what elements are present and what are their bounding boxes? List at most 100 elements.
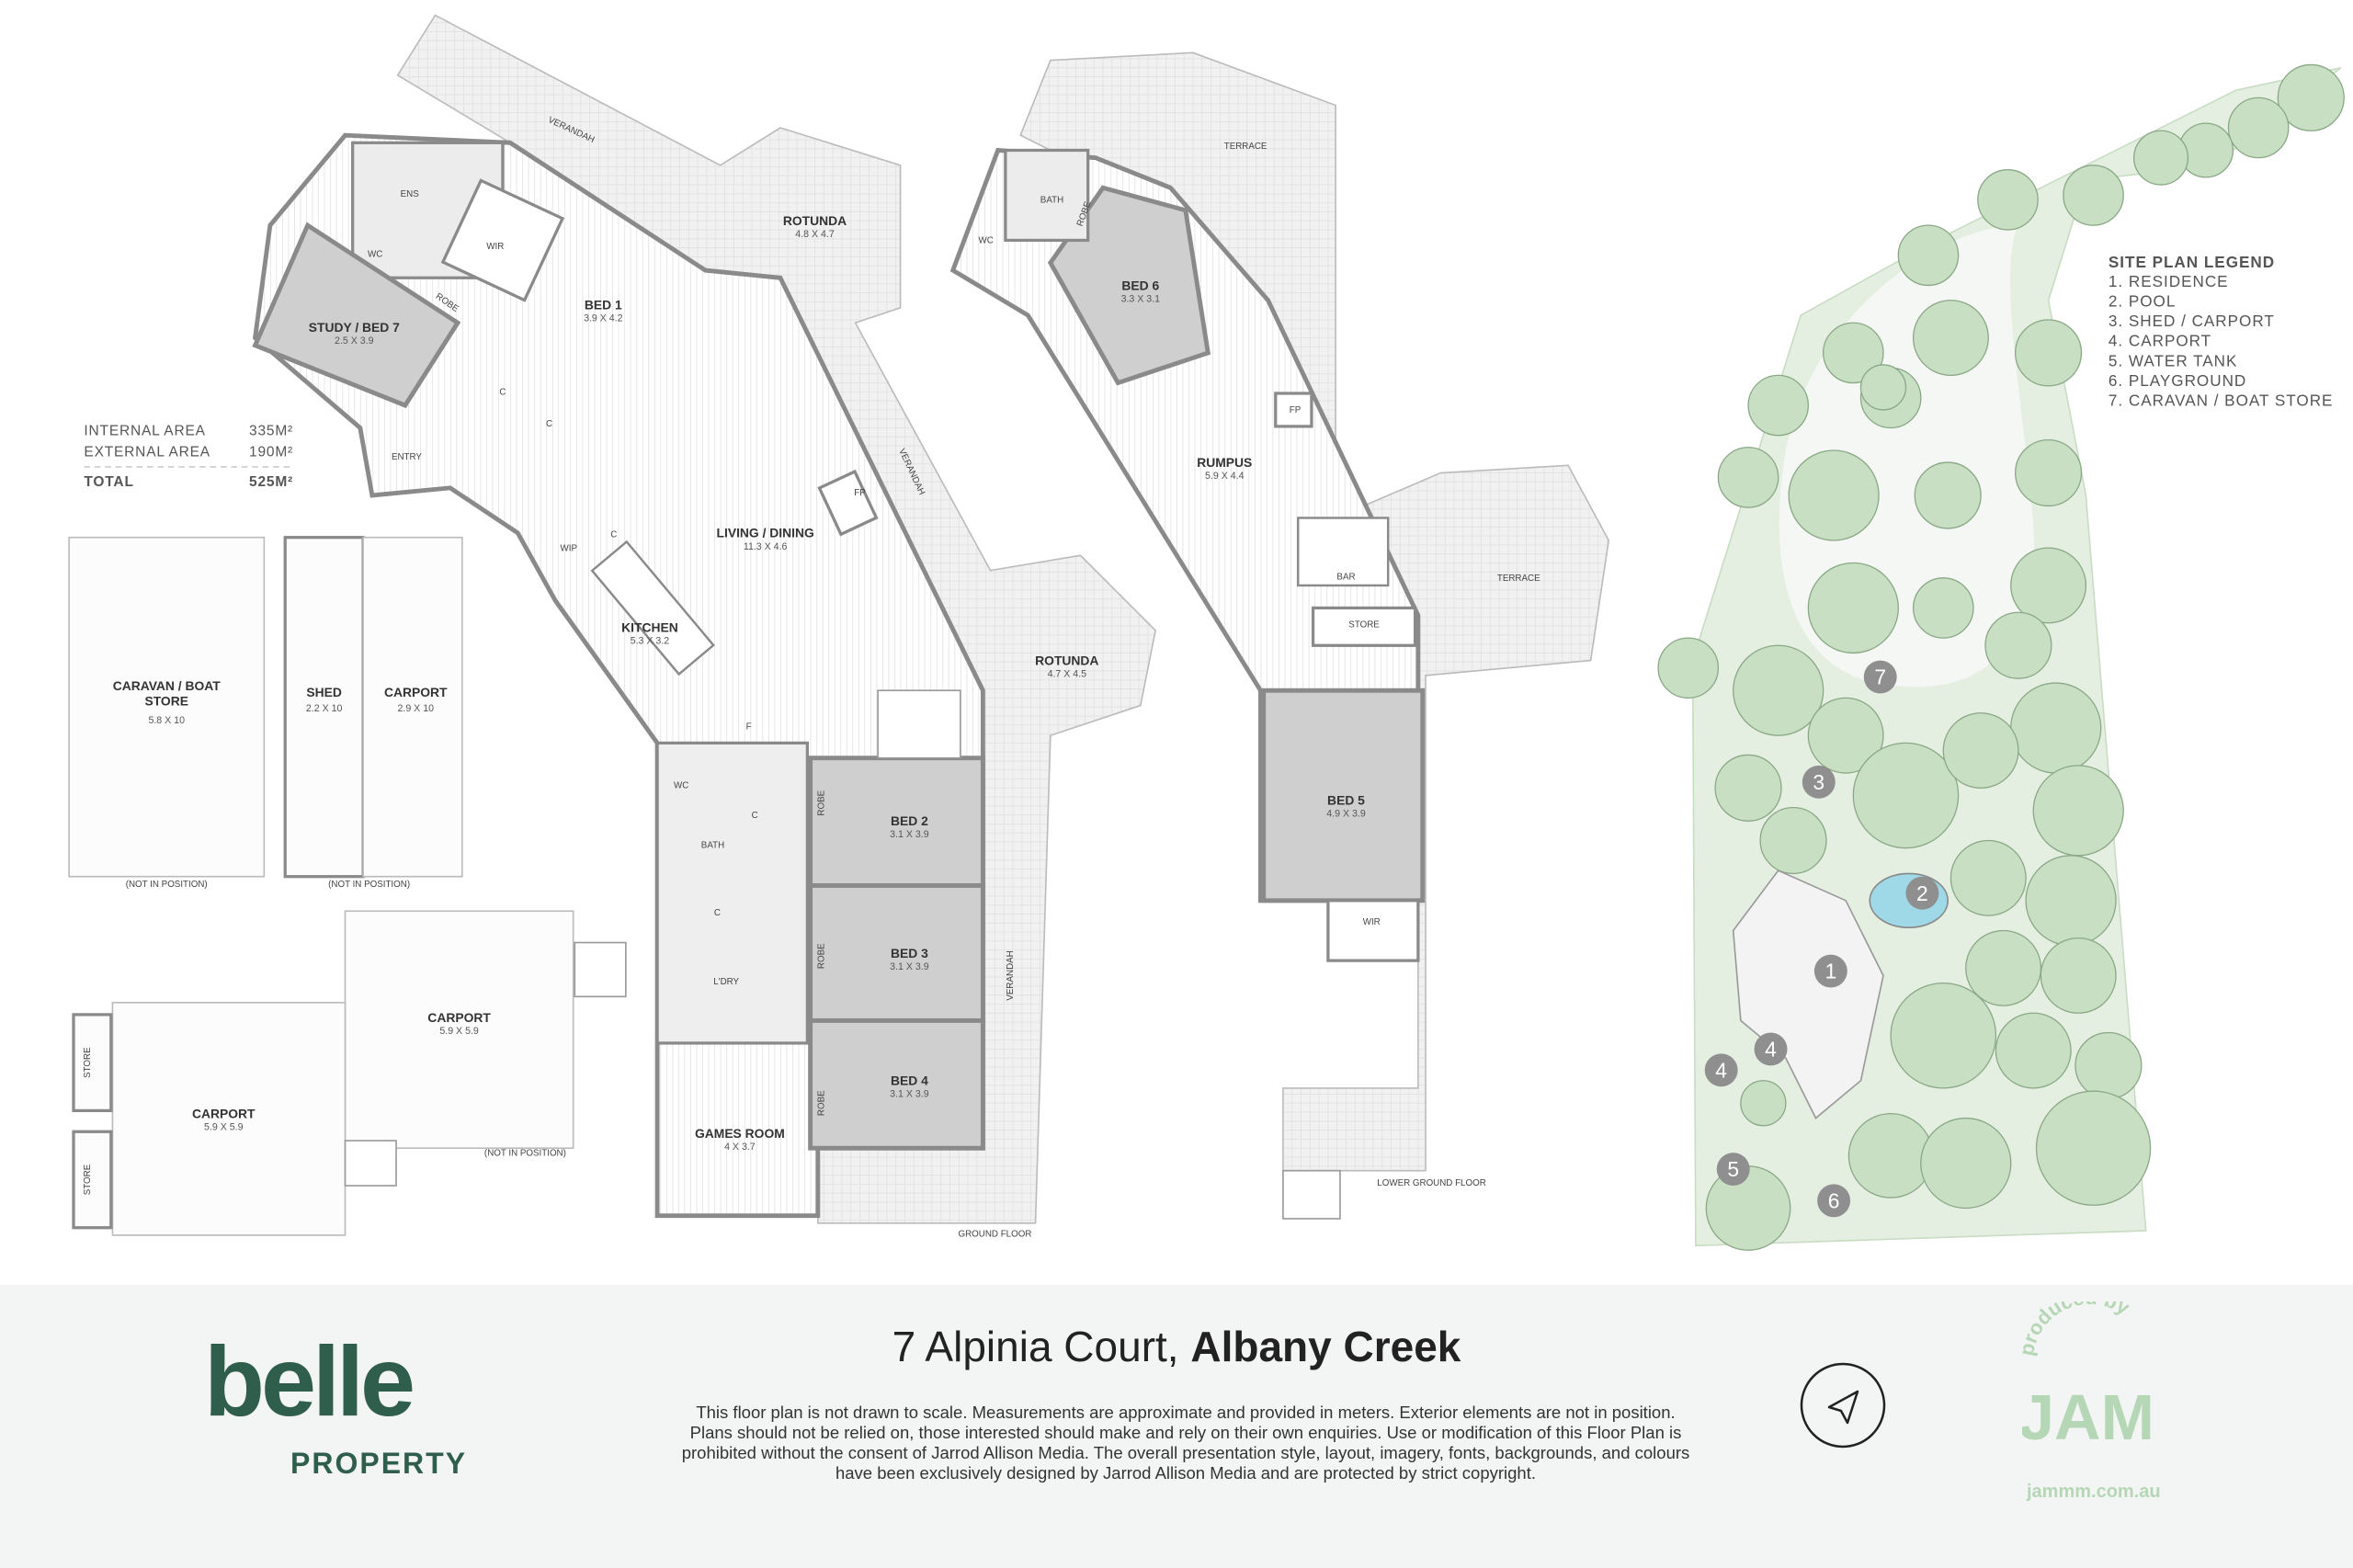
- store: [72, 1013, 113, 1113]
- tree-icon: [1914, 461, 1982, 529]
- rotunda-label: ROTUNDA: [1035, 653, 1098, 667]
- tree-icon: [2015, 438, 2083, 507]
- tree-icon: [1949, 839, 2027, 916]
- tree-icon: [1747, 374, 1809, 437]
- bed2-label: BED 2: [891, 813, 928, 828]
- bed6-label: BED 6: [1121, 278, 1159, 292]
- site-marker-label: 1: [1824, 960, 1836, 983]
- wip-label: WIP: [561, 543, 578, 553]
- tree-icon: [1942, 712, 2019, 790]
- site-marker-label: 5: [1727, 1157, 1739, 1181]
- tree-icon: [1984, 611, 2052, 679]
- tree-icon: [2015, 319, 2083, 387]
- entry-label: ENTRY: [392, 452, 422, 462]
- ground-floor: VERANDAH VERANDAH VERANDAH ROTUNDA 4.8 X…: [252, 14, 1157, 1240]
- store-label: STORE: [83, 1164, 93, 1195]
- tree-icon: [1733, 644, 1824, 736]
- verandah-label: VERANDAH: [1006, 950, 1016, 1000]
- producer-url[interactable]: jammm.com.au: [2027, 1482, 2161, 1502]
- terrace-label: TERRACE: [1224, 142, 1267, 152]
- carport-label: CARPORT: [384, 685, 448, 699]
- legend-item: 7. CARAVAN / BOAT STORE: [2109, 391, 2334, 409]
- study-room: [252, 222, 461, 409]
- tree-icon: [1740, 1080, 1787, 1127]
- tree-icon: [2010, 682, 2102, 774]
- tree-icon: [1788, 449, 1880, 541]
- external-area-value: 190M²: [249, 445, 293, 460]
- legend-item: 2. POOL: [2109, 292, 2176, 311]
- site-marker: [1716, 1153, 1750, 1187]
- site-marker-label: 3: [1813, 770, 1824, 794]
- rotunda-dims: 4.7 X 4.5: [1048, 669, 1087, 680]
- jam-logo: produced by JAM: [2022, 1301, 2151, 1453]
- wir-box: [440, 178, 565, 302]
- study-label: STUDY / BED 7: [309, 320, 400, 335]
- tree-icon: [1995, 1012, 2072, 1089]
- bed6-dims: 3.3 X 3.1: [1121, 293, 1161, 304]
- bed1-dims: 3.9 X 4.2: [584, 313, 623, 324]
- site-marker: [1704, 1053, 1738, 1087]
- rotunda-dims: 4.8 X 4.7: [795, 229, 835, 240]
- not-in-position-note: (NOT IN POSITION): [126, 880, 208, 890]
- legend-title: SITE PLAN LEGEND: [2109, 253, 2275, 271]
- residence-outline: [1732, 869, 1884, 1119]
- carport-dims: 2.9 X 10: [397, 703, 434, 714]
- tree-icon: [2035, 1090, 2152, 1206]
- cupboard-label: C: [610, 530, 617, 540]
- tree-icon: [1920, 1117, 2012, 1210]
- wc-label: WC: [674, 780, 688, 790]
- caravan-label: CARAVAN / BOAT: [113, 678, 222, 693]
- terrace-label: TERRACE: [1497, 574, 1540, 584]
- caravan-label: STORE: [144, 694, 188, 709]
- total-area-label: TOTAL: [84, 474, 133, 490]
- internal-area-label: INTERNAL AREA: [84, 424, 205, 439]
- carport-dims: 5.9 X 5.9: [204, 1122, 244, 1133]
- kitchen-bench: [590, 540, 715, 676]
- legend-item: 4. CARPORT: [2109, 332, 2211, 350]
- kitchen-dims: 5.3 X 3.2: [631, 636, 670, 647]
- tree-icon: [2010, 547, 2087, 624]
- rumpus-label: RUMPUS: [1197, 455, 1252, 470]
- legend-item: 6. PLAYGROUND: [2109, 371, 2246, 390]
- shed-label: SHED: [306, 685, 342, 699]
- wc-label: WC: [368, 249, 382, 259]
- floor-plan: VERANDAH VERANDAH VERANDAH ROTUNDA 4.8 X…: [68, 14, 2345, 1251]
- tree-icon: [1705, 1165, 1791, 1251]
- tree-icon: [2227, 97, 2290, 159]
- wir-label: WIR: [486, 242, 504, 252]
- tree-icon: [2132, 130, 2189, 186]
- internal-area-value: 335M²: [249, 424, 293, 439]
- fireplace: [817, 469, 879, 537]
- tree-icon: [1823, 322, 1884, 384]
- legend-item: 1. RESIDENCE: [2109, 272, 2229, 290]
- tree-icon: [1807, 697, 1884, 774]
- wir-room: [1326, 899, 1420, 962]
- area-summary: INTERNAL AREA 335M² EXTERNAL AREA 190M² …: [84, 424, 294, 490]
- tree-icon: [1847, 1113, 1934, 1199]
- cupboard-label: C: [752, 811, 758, 821]
- living-dims: 11.3 X 4.6: [744, 541, 788, 552]
- cupboard-label: C: [499, 388, 506, 398]
- belle-logo-sub: PROPERTY: [290, 1447, 468, 1480]
- tree-icon: [1965, 929, 2042, 1006]
- kitchen-label: KITCHEN: [621, 620, 678, 635]
- tree-icon: [1859, 364, 1907, 411]
- tree-icon: [2277, 63, 2345, 131]
- store: [72, 1130, 113, 1230]
- wc-label: WC: [979, 236, 994, 246]
- disclaimer: This floor plan is not drawn to scale. M…: [681, 1403, 1690, 1483]
- site-marker: [1905, 876, 1939, 910]
- site-marker: [1813, 954, 1847, 988]
- site-marker: [1754, 1032, 1788, 1066]
- bath-label: BATH: [701, 841, 724, 851]
- address-street: 7 Alpinia Court,: [892, 1323, 1179, 1370]
- carport-label: CARPORT: [427, 1010, 491, 1025]
- store-label: STORE: [83, 1047, 93, 1078]
- site-marker: [1817, 1184, 1851, 1218]
- external-area-label: EXTERNAL AREA: [84, 445, 210, 460]
- bed5-room: [1261, 687, 1426, 903]
- bed3-room: [808, 883, 985, 1023]
- living-label: LIVING / DINING: [717, 526, 814, 540]
